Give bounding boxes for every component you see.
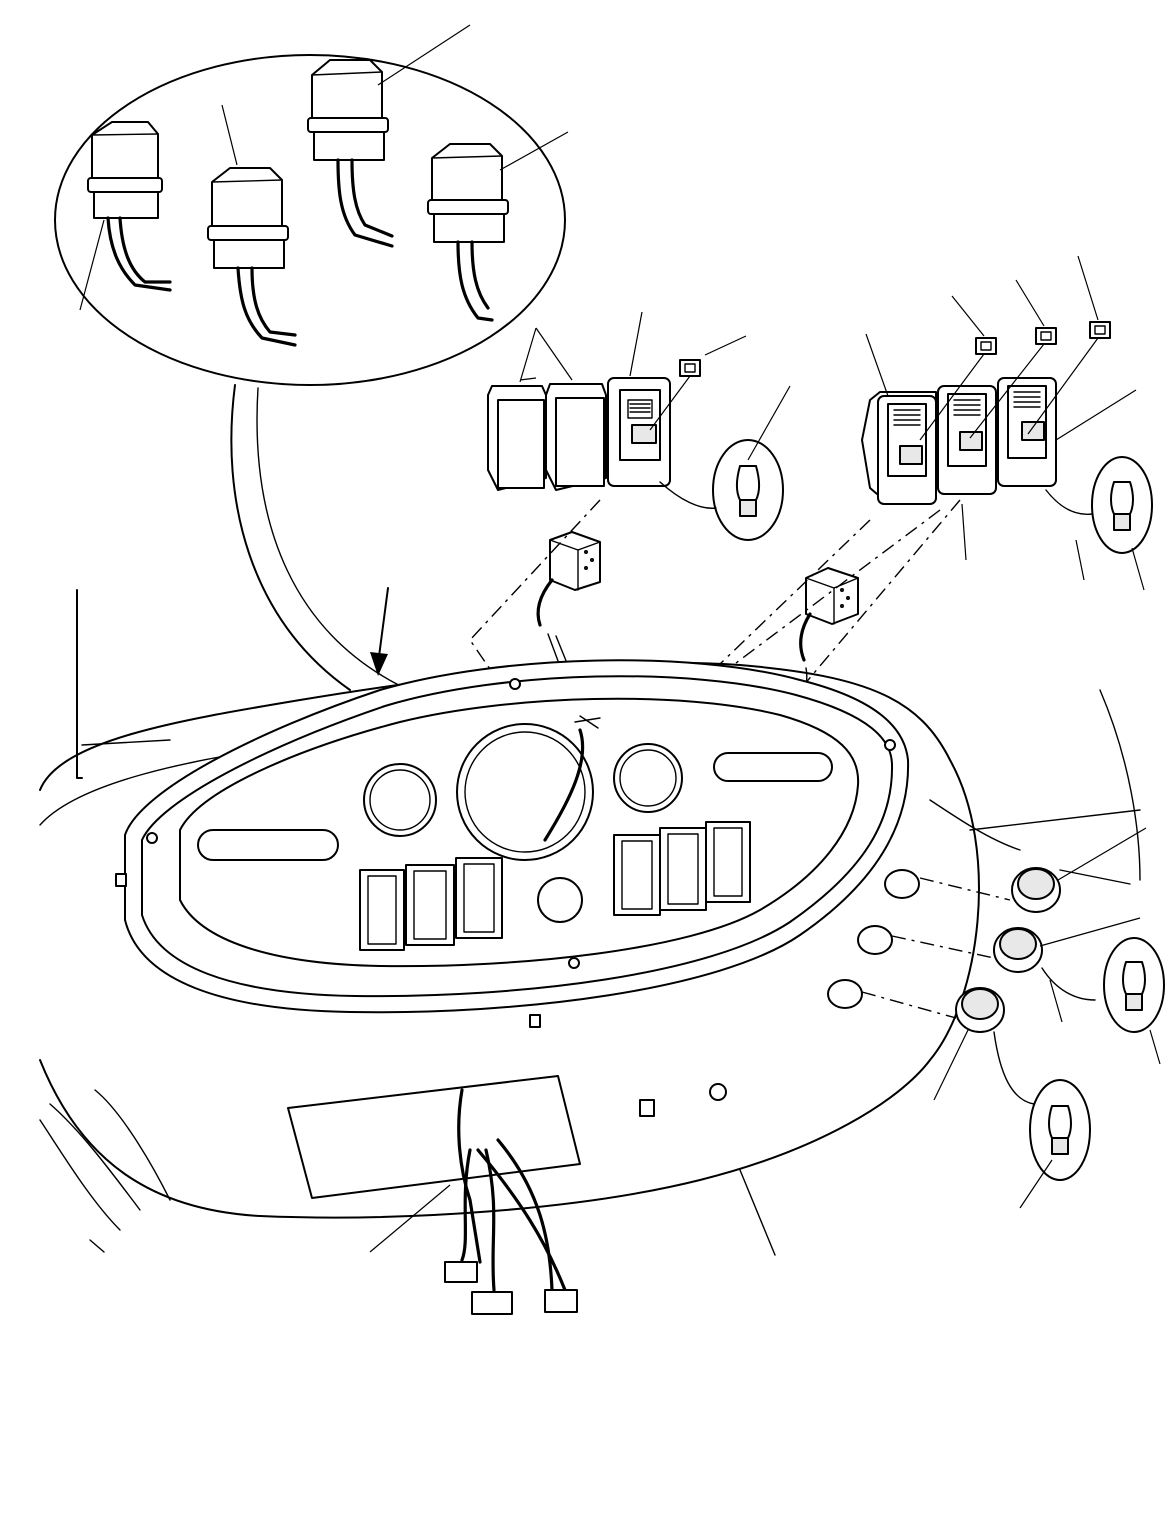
lower-panel-harness bbox=[39, 873, 776, 1315]
relay-3 bbox=[307, 24, 471, 248]
relay-2 bbox=[207, 104, 297, 347]
right-switch-group bbox=[599, 255, 1153, 821]
relay-1 bbox=[79, 121, 172, 311]
view-direction-arrow bbox=[370, 587, 389, 676]
instrument-panel-bezel bbox=[39, 659, 980, 1219]
push-buttons bbox=[827, 689, 1165, 1209]
relay-detail-callout bbox=[54, 24, 569, 696]
cab-frame-lines bbox=[76, 589, 171, 779]
relay-4 bbox=[427, 131, 569, 322]
